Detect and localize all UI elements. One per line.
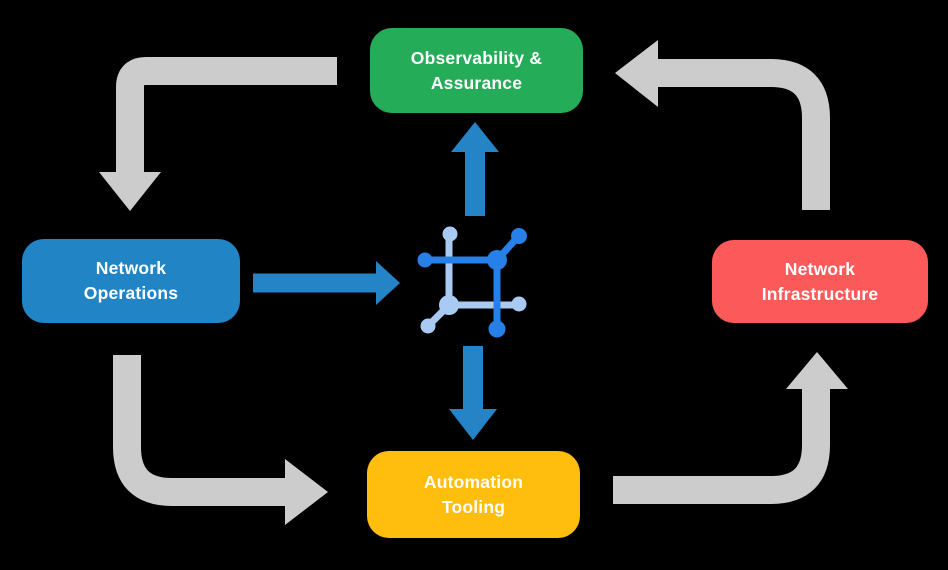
arrow-automation-to-infrastructure-icon	[613, 352, 848, 504]
arrow-operations-to-center-icon	[253, 261, 400, 305]
arrow-center-to-observability-icon	[451, 122, 499, 216]
arrow-observability-to-operations-icon	[99, 57, 337, 211]
node-operations-line2: Operations	[83, 283, 179, 303]
node-network-operations: Network Operations	[22, 239, 240, 323]
arrow-infrastructure-to-observability-icon	[615, 40, 830, 210]
node-observability-line1: Observability &	[410, 47, 543, 68]
node-automation-line1: Automation	[423, 471, 524, 492]
arrow-center-to-automation-icon	[449, 346, 497, 440]
node-automation-tooling: Automation Tooling	[367, 451, 580, 538]
node-infrastructure-line1: Network	[784, 258, 856, 279]
node-network-infrastructure: Network Infrastructure	[712, 240, 928, 323]
node-observability-line2: Assurance	[430, 72, 523, 93]
node-observability-assurance: Observability & Assurance	[370, 28, 583, 113]
node-infrastructure-line2: Infrastructure	[761, 283, 879, 304]
network-mesh-icon	[417, 226, 527, 338]
node-operations-line1: Network	[95, 258, 167, 279]
arrow-operations-to-automation-icon	[113, 355, 328, 525]
node-automation-line2: Tooling	[441, 496, 506, 517]
